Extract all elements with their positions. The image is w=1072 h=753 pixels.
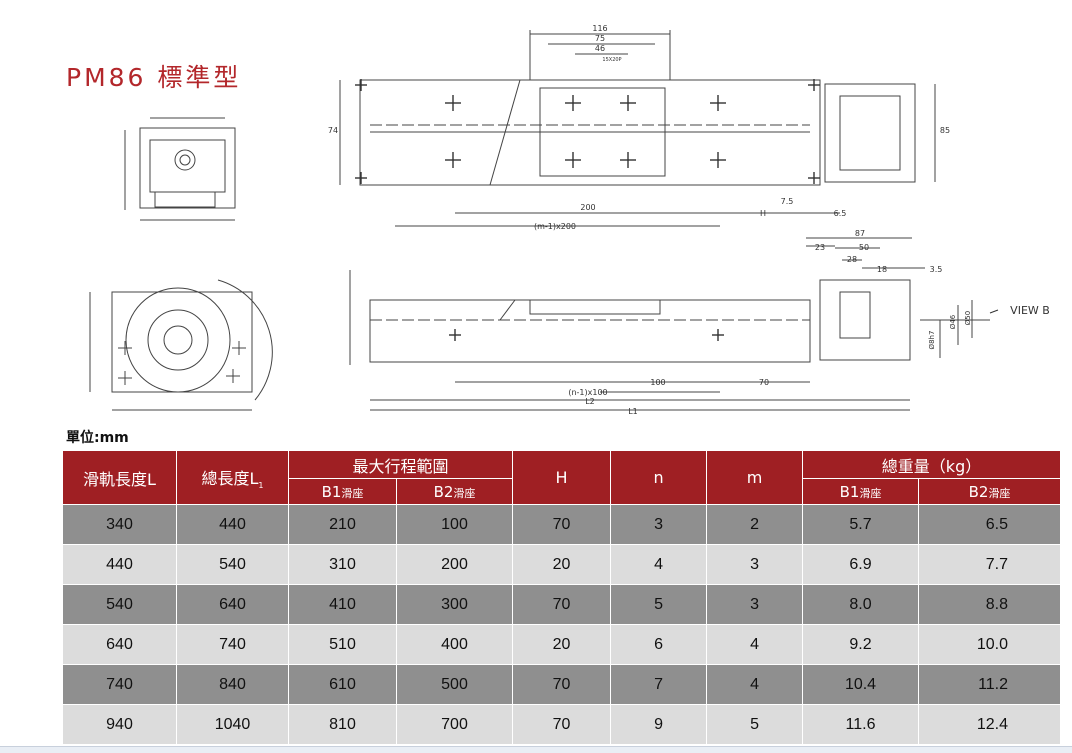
dim-8h7: Ø8h7 bbox=[928, 331, 936, 350]
header-total-weight: 總重量（kg） bbox=[802, 450, 1062, 479]
dim-46: 46 bbox=[595, 44, 605, 53]
header-max-stroke: 最大行程範圍 bbox=[287, 450, 514, 479]
dim-n-1-x100: (n-1)x100 bbox=[568, 388, 607, 397]
dim-50: 50 bbox=[859, 243, 869, 252]
dim-l2: L2 bbox=[585, 397, 595, 406]
dim-87: 87 bbox=[855, 229, 865, 238]
bottom-scroll-bar[interactable] bbox=[0, 746, 1072, 753]
header-rail-length: 滑軌長度L bbox=[62, 450, 177, 505]
unit-label: 單位:mm bbox=[66, 430, 129, 446]
header-weight-b2: B2滑座 bbox=[918, 478, 1062, 505]
dim-23: 23 bbox=[815, 243, 825, 252]
dim-75: 75 bbox=[595, 34, 605, 43]
spec-table: 滑軌長度L 總長度L1 最大行程範圍 H n m 總重量（kg） B1滑座 B2… bbox=[62, 450, 1062, 745]
dim-46-dia: Ø46 bbox=[949, 314, 957, 329]
front-view-drawing bbox=[124, 117, 236, 221]
dim-200: 200 bbox=[580, 203, 595, 212]
dim-85: 85 bbox=[940, 126, 950, 135]
dim-116: 116 bbox=[592, 24, 607, 33]
end-view-drawing bbox=[89, 279, 273, 411]
top-view-drawing bbox=[339, 30, 936, 227]
technical-drawings: 116 75 46 15X20P 74 85 200 (m-1)x200 H 7… bbox=[89, 24, 1050, 416]
dim-50-dia: Ø50 bbox=[964, 311, 972, 325]
view-b-label: VIEW B bbox=[1010, 304, 1050, 317]
side-view-drawing bbox=[349, 237, 990, 411]
dim-6-5: 6.5 bbox=[834, 209, 847, 218]
header-weight-b1: B1滑座 bbox=[802, 478, 920, 505]
dim-74: 74 bbox=[328, 126, 338, 135]
dim-3-5: 3.5 bbox=[930, 265, 943, 274]
dim-l1: L1 bbox=[628, 407, 638, 416]
dim-15x20p: 15X20P bbox=[602, 57, 621, 63]
dim-7-5: 7.5 bbox=[781, 197, 794, 206]
dim-28: 28 bbox=[847, 255, 857, 264]
header-total-length: 總長度L1 bbox=[176, 450, 289, 505]
dim-h: H bbox=[760, 209, 766, 218]
dim-100: 100 bbox=[650, 378, 665, 387]
dim-18: 18 bbox=[877, 265, 887, 274]
page-title: PM86 標準型 bbox=[66, 63, 242, 92]
dim-m-1-x200: (m-1)x200 bbox=[534, 222, 576, 231]
header-n: n bbox=[610, 450, 708, 505]
header-stroke-b2: B2滑座 bbox=[395, 478, 514, 505]
header-h: H bbox=[512, 450, 612, 505]
dim-70: 70 bbox=[759, 378, 769, 387]
header-m: m bbox=[706, 450, 804, 505]
header-stroke-b1: B1滑座 bbox=[288, 478, 397, 505]
